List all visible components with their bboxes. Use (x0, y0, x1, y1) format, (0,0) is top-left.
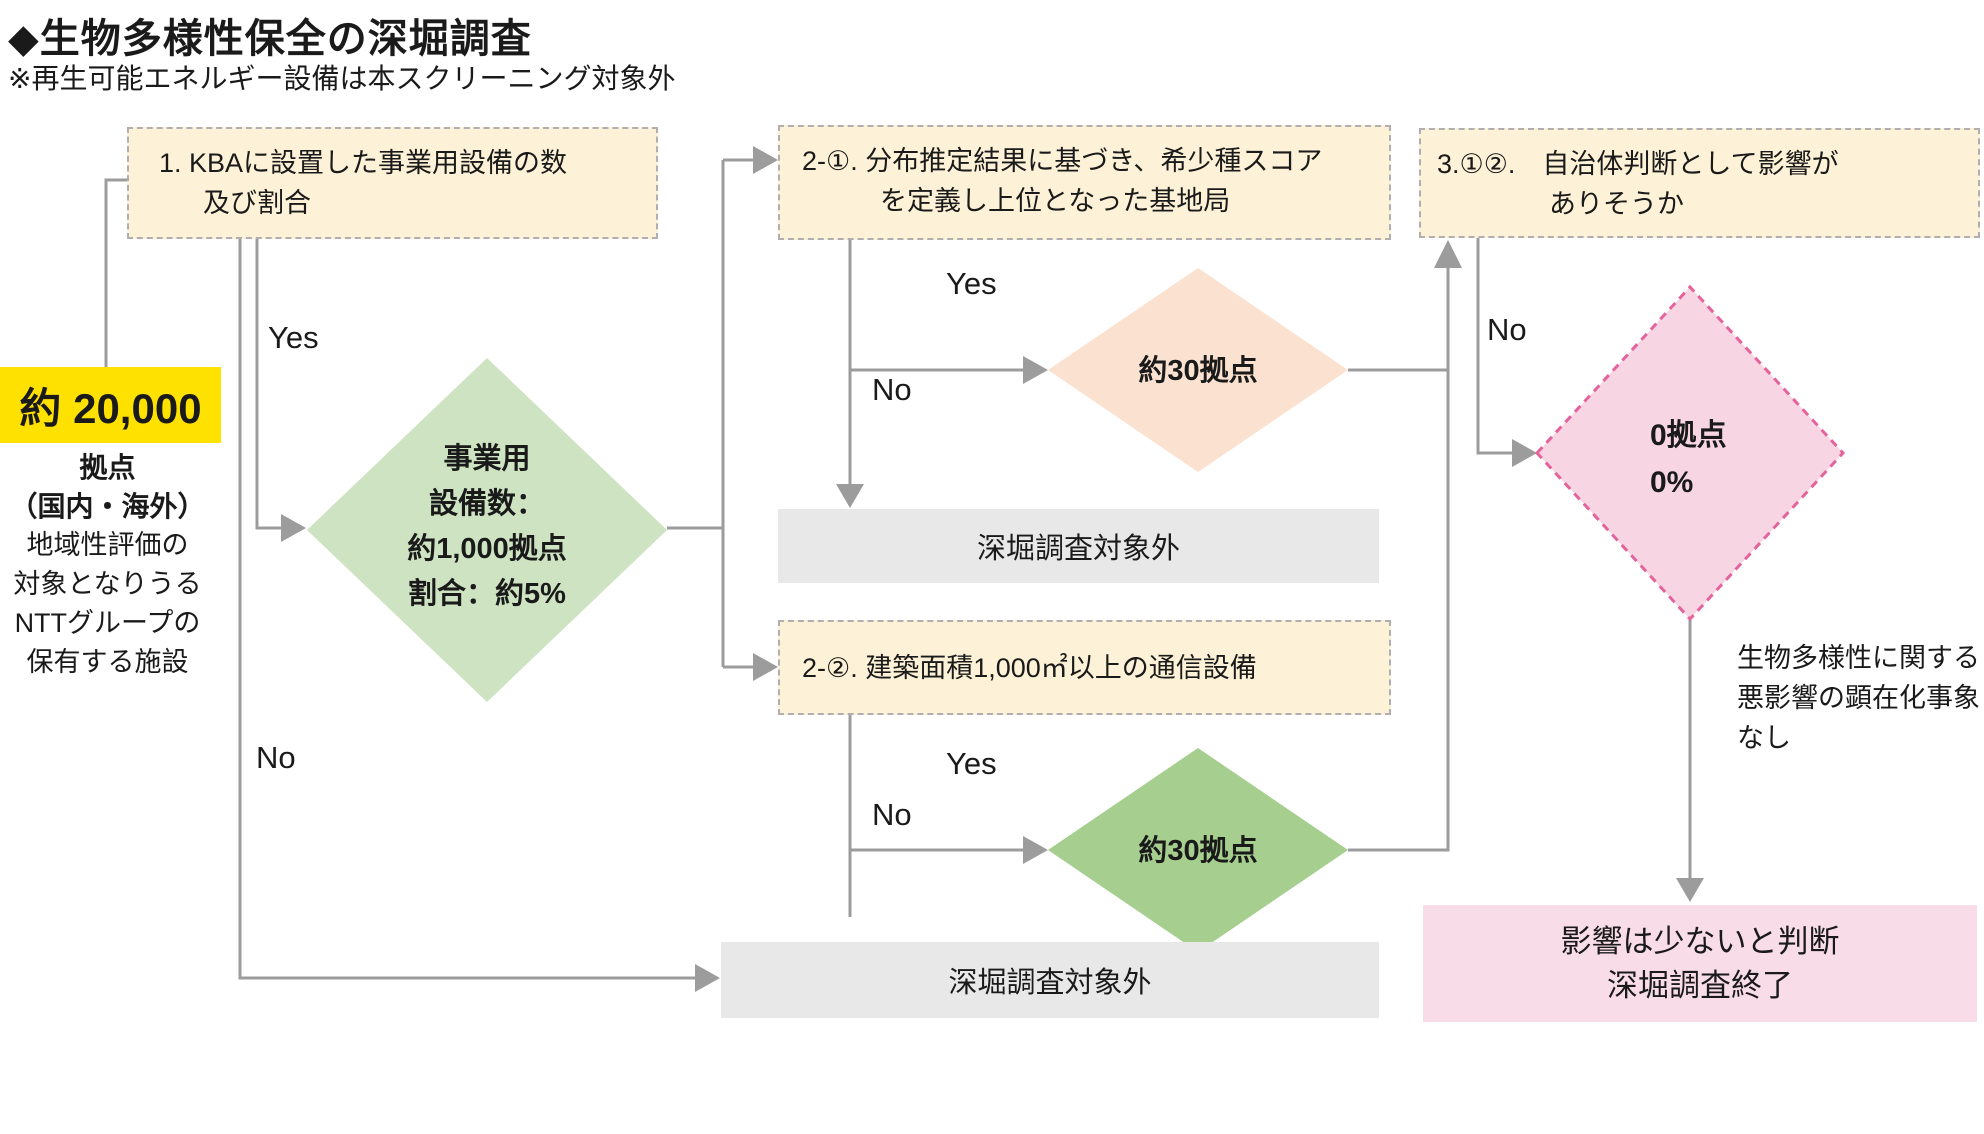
stat-value: 約 20,000 (19, 384, 202, 432)
connector-step3-no (1476, 238, 1512, 455)
label-no-step2-1: No (872, 372, 912, 407)
arrowhead-into-diamond3 (1512, 439, 1537, 467)
arrowhead-into-step2-2 (753, 653, 778, 681)
connector-step1-no (238, 239, 695, 980)
stat-caption: 拠点 （国内・海外） 地域性評価の 対象となりうる NTTグループの 保有する施… (0, 448, 215, 682)
arrowhead-into-excluded1 (836, 484, 864, 508)
label-no-step3: No (1487, 312, 1527, 347)
step3-line2: ありそうか (1549, 189, 1684, 219)
zero-sites-diamond-shape (1534, 284, 1846, 622)
label-no-step2-2: No (872, 797, 912, 832)
step1-box: 1. KBAに設置した事業用設備の数 及び割合 (127, 127, 658, 239)
excluded-box-2: 深堀調査対象外 (721, 942, 1379, 1018)
step2-2-box: 2-②. 建築面積1,000㎡以上の通信設備 (778, 620, 1391, 715)
zero-sites-line2: 0% (1650, 466, 1694, 499)
label-yes-step2-1: Yes (946, 266, 997, 301)
step2-1-box: 2-①. 分布推定結果に基づき、希少種スコア を定義し上位となった基地局 (778, 125, 1391, 240)
step2-1-line2: を定義し上位となった基地局 (880, 186, 1231, 216)
decision-diamond-1-text: 事業用 設備数： 約1,000拠点 割合：約5% (337, 437, 637, 617)
arrowhead-into-excluded2 (695, 964, 720, 992)
diamond1-line: 割合：約5% (408, 578, 566, 610)
step1-line2: 及び割合 (203, 188, 311, 218)
diamond1-line: 事業用 (443, 443, 531, 475)
biodiversity-note: 生物多様性に関する 悪影響の顕在化事象 なし (1737, 638, 1984, 758)
biodiversity-note-line: 悪影響の顕在化事象 (1737, 683, 1980, 713)
result-box: 影響は少ないと判断 深堀調査終了 (1423, 905, 1977, 1022)
arrowhead-into-green-diamond2 (1023, 836, 1048, 864)
diamond1-line: 設備数： (428, 488, 545, 520)
step1-line1: 1. KBAに設置した事業用設備の数 (159, 148, 568, 178)
arrowhead-into-result (1676, 878, 1704, 902)
stat-caption-line: 地域性評価の (26, 530, 189, 560)
result-line2: 深堀調査終了 (1607, 967, 1793, 1003)
label-yes-step1: Yes (268, 320, 319, 355)
connector-step1-to-stat (104, 178, 127, 367)
arrowhead-into-diamond1 (281, 514, 306, 542)
label-yes-step2-2: Yes (946, 746, 997, 781)
excluded-box-2-label: 深堀調査対象外 (948, 967, 1152, 999)
step2-2-line1: 2-②. 建築面積1,000㎡以上の通信設備 (802, 652, 1257, 683)
stat-caption-line: 対象となりうる (13, 569, 202, 599)
peach-diamond-text: 約30拠点 (1138, 355, 1258, 387)
page-title: ◆生物多様性保全の深堀調査 (8, 17, 532, 61)
arrowhead-into-step2-1 (753, 146, 778, 174)
zero-sites-diamond-text: 0拠点 0% (1650, 412, 1850, 506)
page-note: ※再生可能エネルギー設備は本スクリーニング対象外 (8, 63, 676, 94)
biodiversity-note-line: なし (1737, 723, 1791, 753)
stat-caption-line: NTTグループの (14, 608, 201, 638)
stat-caption-line: 保有する施設 (26, 647, 189, 677)
green-diamond-2-text: 約30拠点 (1138, 835, 1258, 867)
connector-step1-yes (255, 239, 281, 530)
peach-diamond-shape (1048, 268, 1348, 472)
biodiversity-note-line: 生物多様性に関する (1737, 643, 1980, 673)
decision-diamond-1-shape (307, 358, 667, 702)
diamond1-line: 約1,000拠点 (407, 533, 567, 565)
step3-box: 3.①②. 自治体判断として影響が ありそうか (1419, 128, 1980, 238)
excluded-box-1: 深堀調査対象外 (778, 509, 1379, 583)
label-no-step1: No (256, 740, 296, 775)
arrowhead-into-step3 (1434, 240, 1462, 268)
result-line1: 影響は少ないと判断 (1560, 923, 1840, 959)
zero-sites-line1: 0拠点 (1650, 419, 1727, 452)
connector-to-step3 (1348, 268, 1450, 852)
stat-highlight: 約 20,000 (0, 367, 221, 443)
arrowhead-into-peach-diamond (1023, 356, 1048, 384)
step3-line1: 3.①②. 自治体判断として影響が (1437, 149, 1839, 179)
step2-1-line1: 2-①. 分布推定結果に基づき、希少種スコア (802, 146, 1323, 176)
green-diamond-2-shape (1048, 748, 1348, 952)
stat-caption-line: （国内・海外） (9, 491, 206, 522)
excluded-box-1-label: 深堀調査対象外 (976, 533, 1180, 565)
stat-caption-line: 拠点 (79, 452, 136, 483)
